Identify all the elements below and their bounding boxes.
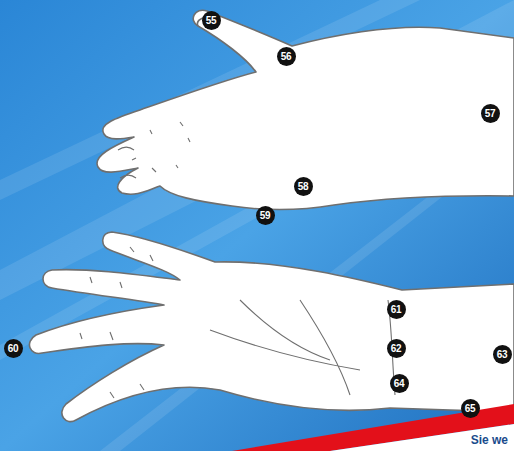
- callout-number: 59: [256, 206, 275, 225]
- callout-number: 56: [277, 47, 296, 66]
- callout-number: 61: [387, 300, 406, 319]
- callout-number: 58: [294, 177, 313, 196]
- callout-number: 55: [202, 11, 221, 30]
- callout-number: 62: [387, 339, 406, 358]
- back-of-hand: [97, 10, 514, 209]
- callout-number: 64: [390, 374, 409, 393]
- banner-text: Sie we: [471, 433, 508, 447]
- white-band: [330, 424, 514, 451]
- callout-number: 57: [481, 104, 500, 123]
- callout-number: 63: [493, 345, 512, 364]
- callout-number: 60: [4, 339, 23, 358]
- palm-of-hand: [29, 232, 514, 422]
- callout-number: 65: [461, 399, 480, 418]
